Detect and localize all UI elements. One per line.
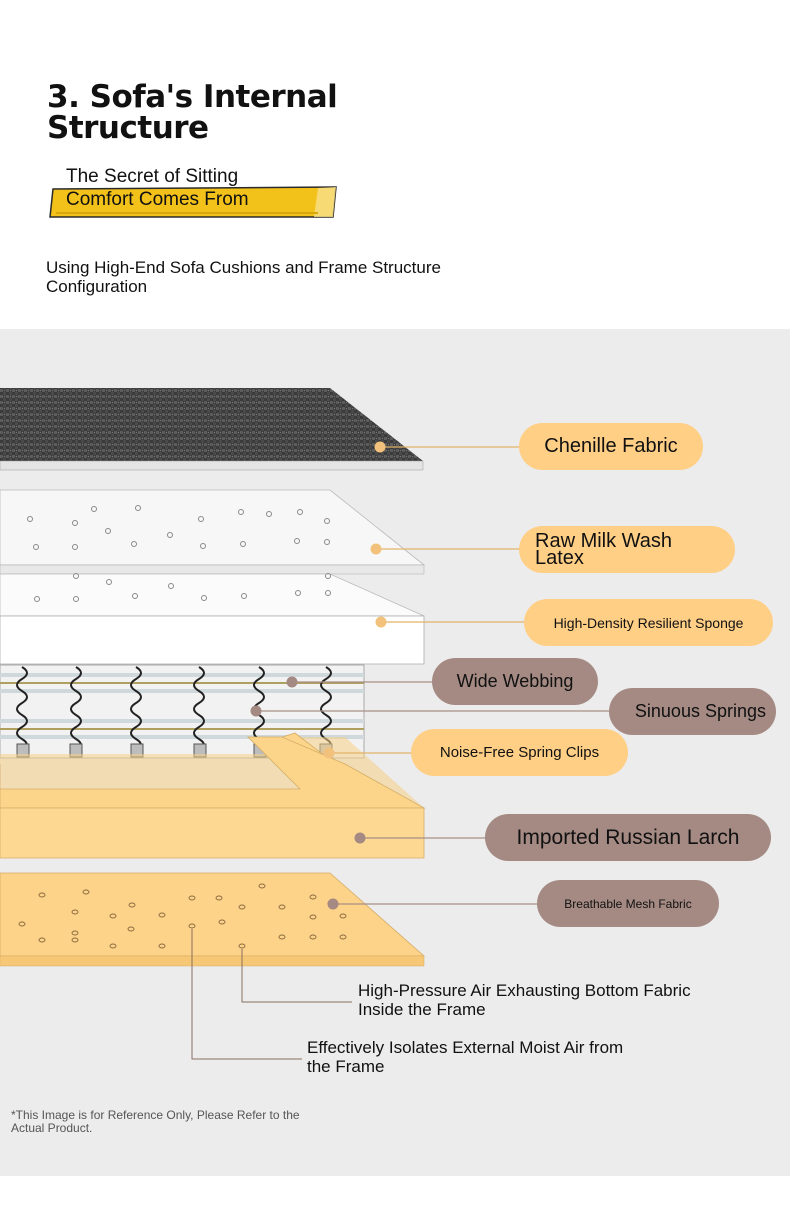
note-isolates-moist-air: Effectively Isolates External Moist Air … <box>307 1038 687 1076</box>
label-clips-text: Noise-Free Spring Clips <box>439 744 600 761</box>
label-latex-line-1: Raw Milk Wash <box>535 529 673 552</box>
note-air-exhausting-line-2: Inside the Frame <box>358 1000 486 1019</box>
subtitle: The Secret of Sitting Comfort Comes From <box>66 165 249 211</box>
chenille-fabric-layer <box>0 388 424 471</box>
label-chenille-fabric-text: Chenille Fabric <box>544 435 678 457</box>
label-latex-line-2: Latex <box>535 546 584 569</box>
page-title: 3. Sofa's Internal Structure <box>47 79 338 146</box>
sponge-layer <box>0 573 425 665</box>
label-chenille-fabric: Chenille Fabric <box>519 423 703 470</box>
label-sponge-text: High-Density Resilient Sponge <box>553 614 744 631</box>
larch-frame <box>0 732 426 859</box>
subtitle-highlight <box>48 165 340 221</box>
note-isolates-line-1: Effectively Isolates External Moist Air … <box>307 1038 624 1057</box>
label-noise-free-spring-clips: Noise-Free Spring Clips <box>411 729 628 776</box>
note-air-exhausting-line-1: High-Pressure Air Exhausting Bottom Fabr… <box>358 981 691 1000</box>
disclaimer: *This Image is for Reference Only, Pleas… <box>11 1108 300 1135</box>
page-title-line-1: 3. Sofa's Internal <box>47 79 338 115</box>
label-imported-russian-larch: Imported Russian Larch <box>485 814 771 861</box>
subtitle-line-2: Comfort Comes From <box>66 189 249 210</box>
label-springs-text: Sinuous Springs <box>634 701 766 721</box>
leader-lines <box>191 441 610 1060</box>
mesh-fabric-layer <box>0 872 426 967</box>
page-title-line-2: Structure <box>47 110 209 146</box>
latex-layer <box>0 489 426 575</box>
note-air-exhausting: High-Pressure Air Exhausting Bottom Fabr… <box>358 981 758 1019</box>
label-mesh-text: Breathable Mesh Fabric <box>564 896 692 911</box>
note-isolates-line-2: the Frame <box>307 1057 385 1076</box>
label-wide-webbing: Wide Webbing <box>432 658 598 705</box>
label-larch-text: Imported Russian Larch <box>516 825 740 849</box>
label-sinuous-springs: Sinuous Springs <box>609 688 776 735</box>
label-breathable-mesh-fabric: Breathable Mesh Fabric <box>537 880 719 927</box>
layer-diagram <box>0 388 610 1060</box>
description: Using High-End Sofa Cushions and Frame S… <box>46 258 441 296</box>
subtitle-line-1: The Secret of Sitting <box>66 166 239 187</box>
label-webbing-text: Wide Webbing <box>456 671 574 691</box>
label-raw-milk-wash-latex: Raw Milk Wash Latex <box>519 526 735 573</box>
label-high-density-sponge: High-Density Resilient Sponge <box>524 599 773 646</box>
